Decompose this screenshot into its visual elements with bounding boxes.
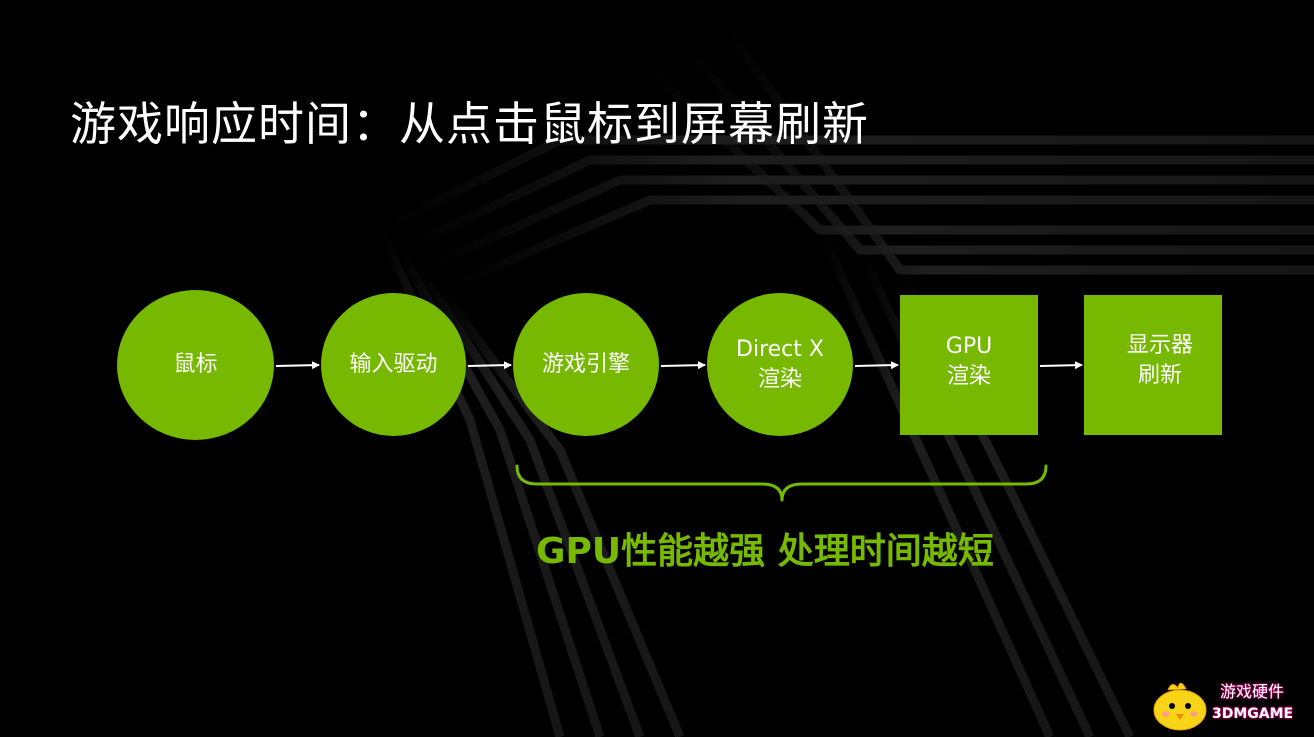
node-mouse-label: 鼠标 xyxy=(173,352,218,377)
node-display-label-line1: 显示器 xyxy=(1126,333,1193,358)
node-mouse: 鼠标 xyxy=(117,290,274,440)
watermark-text-cn: 游戏硬件 xyxy=(1220,682,1285,701)
node-input-driver-label: 输入驱动 xyxy=(349,351,438,377)
node-display-label-line2: 刷新 xyxy=(1137,363,1182,388)
page-title: 游戏响应时间：从点击鼠标到屏幕刷新 xyxy=(70,97,869,151)
brace-caption: GPU性能越强 处理时间越短 xyxy=(536,531,994,572)
node-gpu-label-line2: 渲染 xyxy=(946,364,991,389)
node-game-engine-label: 游戏引擎 xyxy=(541,351,630,377)
watermark-text-brand: 3DMGAME xyxy=(1212,706,1294,722)
node-gpu-render: GPU 渲染 xyxy=(900,295,1038,435)
node-directx-render: Direct X 渲染 xyxy=(707,293,853,436)
node-display-refresh: 显示器 刷新 xyxy=(1084,295,1222,435)
node-directx-label-line1: Direct X xyxy=(736,336,824,362)
node-game-engine: 游戏引擎 xyxy=(513,293,659,436)
node-directx-label-line2: 渲染 xyxy=(757,366,802,392)
node-input-driver: 输入驱动 xyxy=(321,293,466,436)
watermark: 游戏硬件 3DMGAME xyxy=(1148,676,1308,732)
node-gpu-label-line1: GPU xyxy=(945,334,993,359)
chick-mascot-icon xyxy=(1153,682,1207,731)
